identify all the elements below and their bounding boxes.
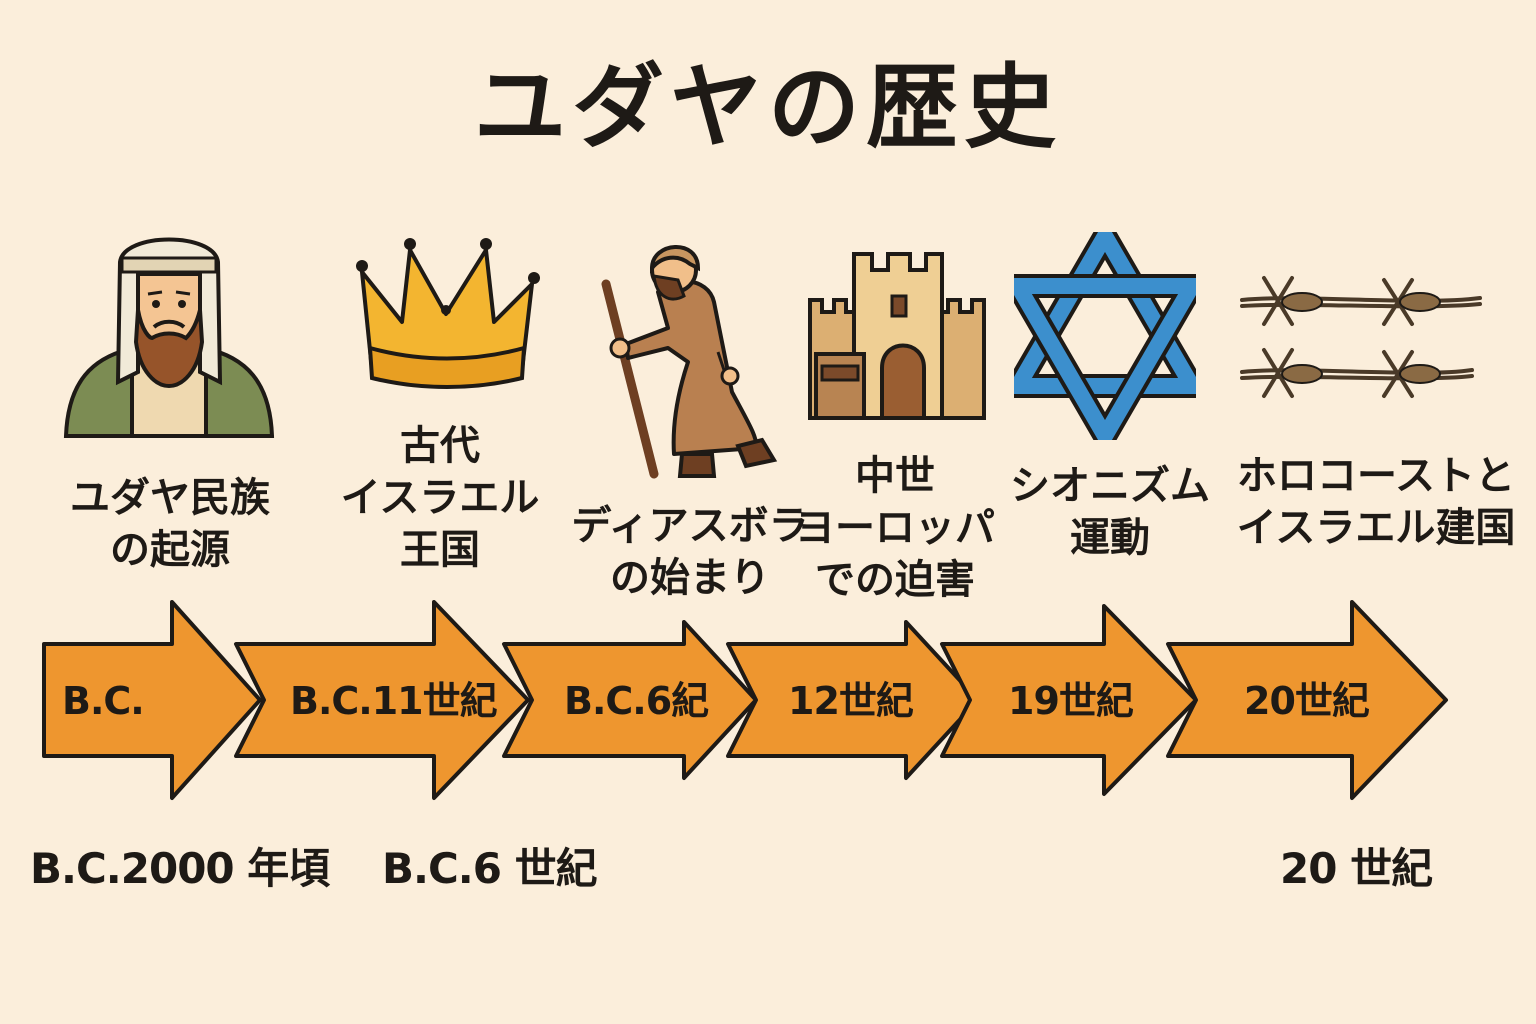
arrow-1 bbox=[42, 600, 262, 800]
era-label-holocaust-israel: 20世紀 bbox=[1244, 679, 1370, 723]
date-label-diaspora: B.C.6 世紀 bbox=[382, 844, 598, 893]
arrow-2 bbox=[234, 600, 530, 800]
castle-icon bbox=[808, 252, 986, 420]
era-label-zionism: 19世紀 bbox=[1008, 679, 1134, 723]
arrow-5 bbox=[940, 604, 1198, 796]
date-label-origin: B.C.2000 年頃 bbox=[30, 844, 330, 893]
event-label-medieval-persecution: 中世 ヨーロッパ での迫害 bbox=[795, 453, 995, 603]
arrow-6 bbox=[1166, 600, 1448, 800]
timeline-arrows bbox=[42, 600, 1448, 800]
event-label-ancient-kingdom: 古代 イスラエル 王国 bbox=[340, 423, 540, 573]
page-title: ユダヤの歴史 bbox=[473, 54, 1062, 161]
event-label-origin: ユダヤ民族 の起源 bbox=[70, 475, 270, 573]
date-label-twentieth-century: 20 世紀 bbox=[1280, 844, 1433, 893]
era-label-origin: B.C. bbox=[62, 679, 145, 723]
era-label-diaspora: B.C.6紀 bbox=[564, 679, 709, 723]
event-label-diaspora: ディアスボラ の始まり bbox=[571, 503, 809, 601]
bearded-man-icon bbox=[63, 237, 275, 438]
event-label-holocaust-israel: ホロコーストと イスラエル建国 bbox=[1236, 453, 1516, 551]
wanderer-icon bbox=[601, 245, 778, 479]
era-label-medieval-persecution: 12世紀 bbox=[788, 679, 914, 723]
arrow-3 bbox=[502, 620, 758, 780]
era-label-ancient-kingdom: B.C.11世紀 bbox=[290, 679, 498, 723]
barbed-wire-icon bbox=[1240, 276, 1482, 398]
arrow-4 bbox=[726, 620, 980, 780]
star-of-david-icon bbox=[1014, 232, 1196, 440]
crown-icon bbox=[356, 238, 540, 389]
event-label-zionism: シオニズム 運動 bbox=[1010, 463, 1210, 561]
